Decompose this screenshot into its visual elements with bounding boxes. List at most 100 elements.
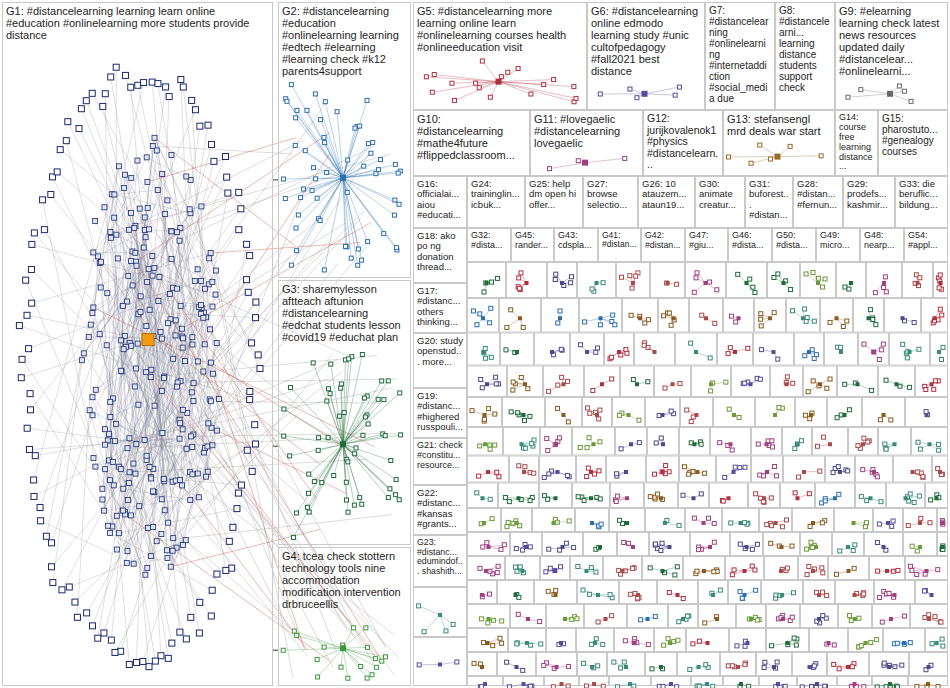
vertex xyxy=(282,434,286,438)
group-cell xyxy=(623,299,658,333)
vertex xyxy=(90,311,95,316)
vertex xyxy=(371,140,375,144)
vertex xyxy=(152,658,158,664)
tie-line xyxy=(318,444,343,450)
vertex xyxy=(74,614,80,620)
vertex xyxy=(144,453,149,458)
vertex xyxy=(727,155,731,159)
tie-line xyxy=(41,521,134,564)
tie-line xyxy=(482,61,498,82)
vertex xyxy=(88,322,93,327)
vertex xyxy=(27,391,33,397)
vertex xyxy=(624,470,628,474)
tie-line xyxy=(105,258,118,444)
vertex xyxy=(214,428,219,433)
tie-line xyxy=(432,82,498,93)
vertex xyxy=(148,375,153,380)
vertex xyxy=(132,384,137,389)
vertex xyxy=(828,377,832,381)
vertex xyxy=(574,96,578,100)
vertex xyxy=(117,531,122,536)
tie-line xyxy=(121,282,147,340)
vertex xyxy=(314,177,318,181)
vertex xyxy=(862,342,866,346)
vertex xyxy=(511,380,515,384)
vertex xyxy=(86,334,91,339)
vertex xyxy=(839,350,843,354)
tie-line xyxy=(43,200,108,526)
vertex xyxy=(768,157,772,161)
vertex xyxy=(202,342,207,347)
vertex xyxy=(37,504,43,510)
vertex xyxy=(662,314,666,318)
vertex xyxy=(373,657,377,661)
vertex xyxy=(609,355,613,359)
vertex xyxy=(346,158,350,162)
vertex xyxy=(488,95,492,99)
tie-line xyxy=(343,444,362,504)
vertex xyxy=(758,377,762,381)
vertex xyxy=(175,286,180,291)
vertex xyxy=(730,448,734,452)
vertex xyxy=(880,348,884,352)
group-cell xyxy=(754,333,794,365)
vertex xyxy=(108,530,113,535)
vertex xyxy=(517,464,521,468)
vertex xyxy=(208,251,213,256)
group-cell xyxy=(890,333,930,365)
vertex xyxy=(292,535,296,539)
vertex xyxy=(160,430,165,435)
vertex xyxy=(166,520,171,525)
tie-line xyxy=(343,173,398,178)
vertex xyxy=(599,316,603,320)
vertex xyxy=(166,94,172,100)
vertex xyxy=(190,472,195,477)
vertex xyxy=(773,413,777,417)
vertex xyxy=(804,272,808,276)
vertex xyxy=(703,471,707,475)
tie-line xyxy=(848,94,890,97)
tie-line xyxy=(317,648,343,659)
vertex xyxy=(692,290,696,294)
vertex xyxy=(382,232,386,236)
vertex xyxy=(548,167,552,171)
vertex xyxy=(816,276,820,280)
vertex xyxy=(557,436,561,440)
vertex xyxy=(597,417,601,421)
group-cell xyxy=(727,263,767,298)
vertex xyxy=(125,446,130,451)
vertex xyxy=(916,281,920,285)
vertex xyxy=(345,498,349,502)
tie-line xyxy=(287,101,343,177)
group-cell xyxy=(686,263,726,298)
vertex xyxy=(843,285,847,289)
vertex xyxy=(637,418,641,422)
vertex xyxy=(161,476,166,481)
vertex xyxy=(179,326,184,331)
group-cell xyxy=(646,398,680,427)
vertex xyxy=(245,289,251,295)
vertex xyxy=(772,311,776,315)
vertex xyxy=(140,658,146,664)
vertex xyxy=(883,442,887,446)
group-cell xyxy=(718,333,753,365)
vertex xyxy=(323,141,327,145)
group-cell xyxy=(655,366,691,397)
group-cell xyxy=(468,398,502,427)
tie-line xyxy=(343,381,382,444)
tie-line xyxy=(129,438,171,643)
vertex xyxy=(638,316,642,320)
vertex xyxy=(839,345,843,349)
group-cell xyxy=(784,456,825,482)
group-cell xyxy=(867,263,902,298)
tie-line xyxy=(141,296,165,376)
vertex xyxy=(155,81,161,87)
vertex xyxy=(496,276,500,280)
vertex xyxy=(709,382,713,386)
vertex xyxy=(169,640,175,646)
vertex xyxy=(617,350,621,354)
vertex xyxy=(24,425,30,431)
vertex xyxy=(666,281,670,285)
vertex xyxy=(165,198,170,203)
tie-line xyxy=(109,294,170,436)
